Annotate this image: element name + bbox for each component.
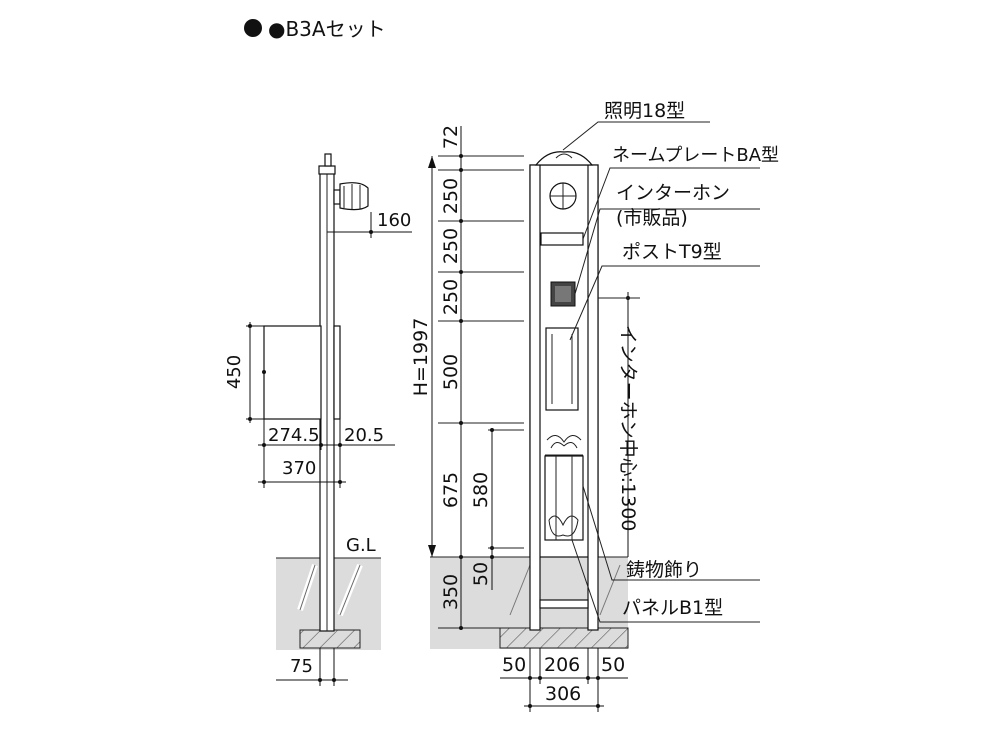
dim-panel: 580 [470, 472, 492, 508]
dim-bottom-left: 50 [502, 654, 526, 676]
dim-seg5: 675 [440, 472, 462, 508]
label-intercom-note: (市販品) [616, 207, 688, 229]
dim-total-height: H=1997 [410, 318, 432, 397]
bullet-icon [244, 19, 262, 37]
dim-seg4: 500 [440, 354, 462, 390]
label-intercom: インターホン [616, 182, 730, 204]
dim-mailbox-height: 450 [224, 355, 245, 389]
dim-intercom-center: インターホン中心:1300 [617, 325, 639, 532]
dim-bottom-total: 306 [545, 683, 581, 705]
front-post-left [529, 164, 541, 631]
dim-seg2: 250 [440, 228, 462, 264]
label-panel: パネルB1型 [622, 597, 723, 619]
side-lamp [333, 182, 369, 211]
dim-base-width: 75 [290, 656, 313, 677]
label-post: ポストT9型 [622, 241, 722, 263]
front-post-box [545, 327, 579, 411]
label-casting: 鋳物飾り [626, 558, 702, 581]
gl-label: G.L [346, 535, 376, 556]
front-post-right [587, 164, 599, 631]
dim-seg3: 250 [440, 279, 462, 315]
front-nameplate [540, 232, 584, 246]
dim-top: 72 [440, 125, 462, 149]
front-casting [545, 435, 583, 456]
side-view: 160 450 274.5 20.5 370 G.L 75 [224, 153, 412, 686]
dim-depth-total: 370 [282, 458, 316, 479]
dim-embed: 350 [440, 574, 462, 610]
dim-depth-front: 20.5 [344, 425, 384, 446]
diagram-title: ●B3Aセット [268, 17, 386, 41]
front-view: 72 250 250 250 500 675 350 H=1997 580 50… [410, 100, 779, 712]
label-nameplate: ネームプレートBA型 [612, 145, 779, 166]
dim-seg1: 250 [440, 178, 462, 214]
front-footing [499, 627, 629, 649]
dim-bottom-mid: 206 [544, 654, 580, 676]
dim-bottom-right: 50 [601, 654, 625, 676]
dim-lamp-offset: 160 [377, 210, 411, 231]
side-mailbox [263, 325, 322, 420]
dim-panel-gap: 50 [470, 562, 492, 586]
side-footing [299, 629, 361, 649]
label-light: 照明18型 [604, 100, 685, 122]
dim-depth-body: 274.5 [268, 425, 320, 446]
front-crest [534, 151, 594, 166]
